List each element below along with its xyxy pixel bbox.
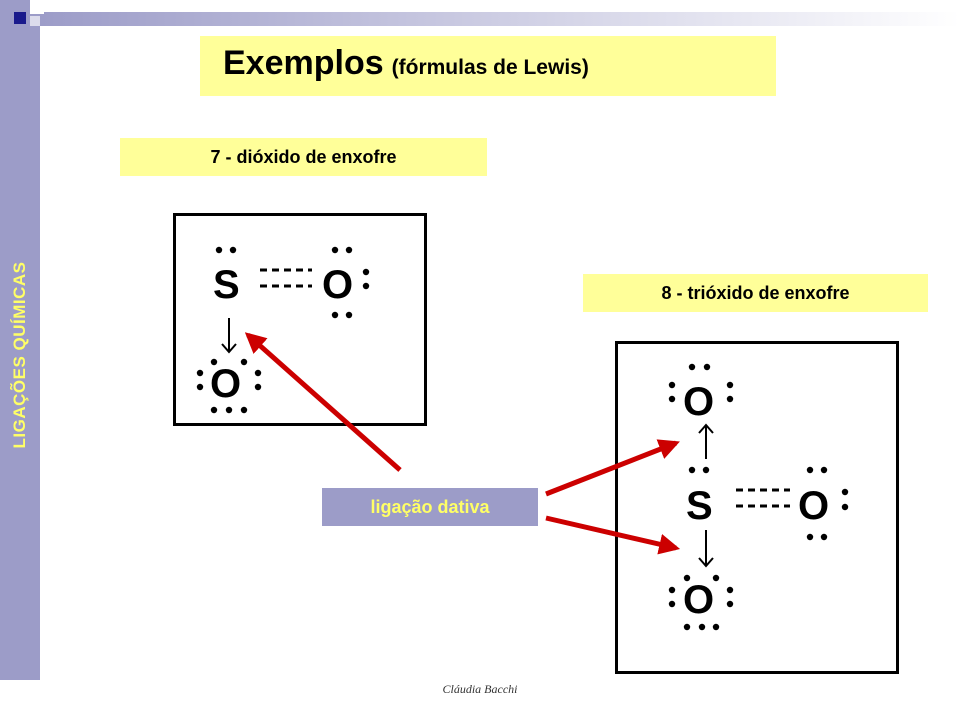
so3-molecule: O S O O: [668, 363, 849, 631]
so3-oxygen-atom-top: O: [683, 380, 714, 424]
so3-dative-arrow-down: [698, 530, 714, 568]
so2-molecule: S O O: [196, 246, 370, 414]
so2-dative-arrow: [221, 318, 237, 354]
title-box: [200, 36, 776, 96]
corner-square-dark: [14, 12, 26, 24]
so3-lewis-structure: [615, 341, 899, 674]
corner-square-small: [30, 16, 40, 26]
example-8-label: 8 - trióxido de enxofre: [583, 274, 928, 312]
so3-double-bond: [736, 488, 790, 508]
pointer-arrow-so2: [244, 332, 402, 472]
so3-dative-arrow-up: [698, 423, 714, 459]
so3-oxygen-atom-bottom: O: [683, 578, 714, 622]
top-decoration: [0, 0, 960, 32]
so2-lewis-structure: [173, 213, 427, 426]
so2-electron-dots: [196, 246, 370, 414]
dative-bond-label: ligação dativa: [322, 488, 538, 526]
example-7-label: 7 - dióxido de enxofre: [120, 138, 487, 176]
so2-oxygen-atom-right: O: [322, 263, 353, 307]
title-main-text: Exemplos: [223, 44, 384, 82]
pointer-arrows: [244, 332, 681, 555]
so2-oxygen-atom-bottom: O: [210, 362, 241, 406]
sidebar-strip: [0, 0, 40, 680]
footer-author: Cláudia Bacchi: [442, 682, 518, 696]
so2-double-bond: [260, 268, 312, 288]
so3-oxygen-atom-right: O: [798, 484, 829, 528]
title-subtitle: (fórmulas de Lewis): [391, 56, 589, 79]
pointer-arrow-so3-top: [545, 439, 680, 497]
pointer-arrow-so3-bottom: [545, 515, 681, 555]
header-gradient-bar: [40, 12, 960, 26]
so3-electron-dots: [668, 363, 849, 631]
corner-square-light: [30, 0, 44, 14]
page-title: Exemplos (fórmulas de Lewis): [223, 44, 589, 83]
so2-sulfur-atom: S: [213, 263, 240, 307]
so3-sulfur-atom: S: [686, 484, 713, 528]
